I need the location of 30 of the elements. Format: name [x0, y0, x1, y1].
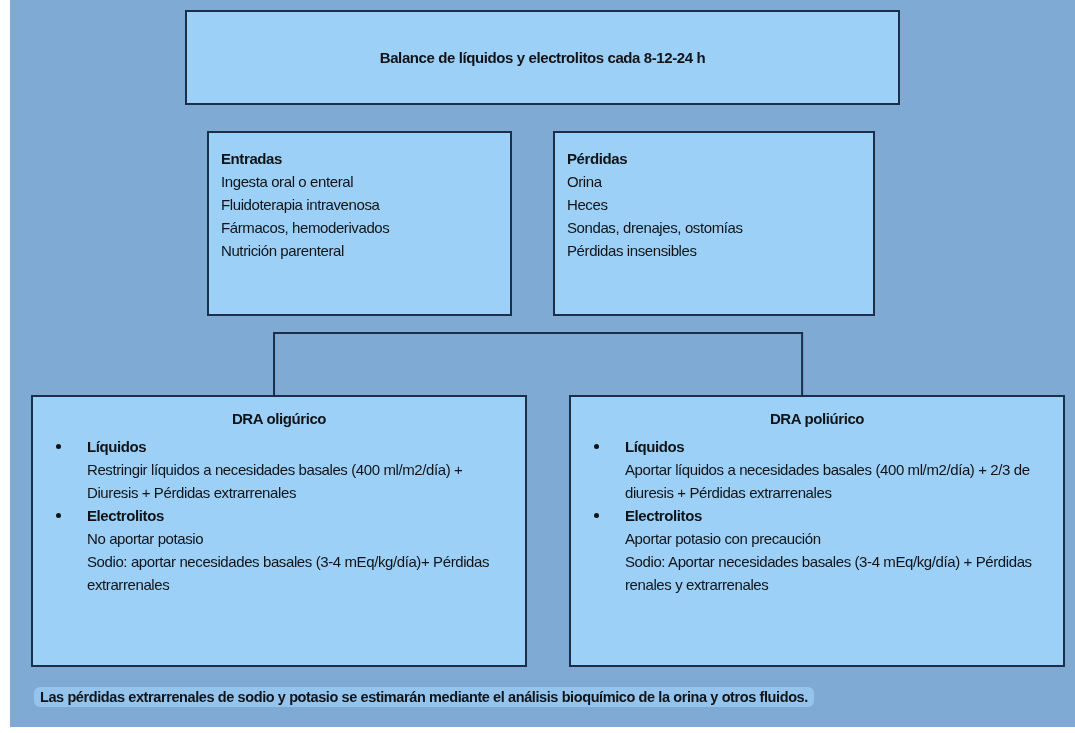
list-text: Orina: [567, 172, 603, 192]
heading-text: Entradas: [221, 149, 283, 169]
list-text: Fluidoterapia intravenosa: [221, 195, 381, 215]
list-text: Sondas, drenajes, ostomías: [567, 218, 744, 238]
text-box: [31, 395, 527, 667]
list-text: Pérdidas insensibles: [567, 241, 698, 261]
text-box: [569, 395, 1065, 667]
body-text: No aportar potasio: [87, 529, 205, 549]
text-box: [553, 131, 875, 316]
title-text: Balance de líquidos y electrolitos cada 8-12-24 h: [378, 47, 707, 68]
list-text: Fármacos, hemoderivados: [221, 218, 391, 238]
list-text: Nutrición parenteral: [221, 241, 345, 261]
body-text: Sodio: Aportar necesidades basales (3-4 mEq/kg/día) + Pérdidas renales y extrarrenales: [625, 552, 1033, 595]
heading-text: DRA oligúrico: [230, 409, 328, 429]
bullet-heading-text: Electrolitos: [87, 504, 515, 527]
bullet-heading-text: Electrolitos: [625, 504, 1053, 527]
body-text: Sodio: aportar necesidades basales (3-4 mEq/kg/día)+ Pérdidas extrarrenales: [87, 552, 491, 595]
body-text: Aportar líquidos a necesidades basales (400 ml/m2/día) + 2/3 de diuresis + Pérdidas extrarrenales: [625, 460, 1031, 503]
bullet-heading-text: Líquidos: [87, 435, 515, 458]
text-box: [207, 131, 512, 316]
body-text: Aportar potasio con precaución: [625, 529, 822, 549]
footnote-text: Las pérdidas extrarrenales de sodio y potasio se estimarán mediante el análisis bioquímico de la orina y otros fluidos.: [34, 687, 814, 707]
list-text: Ingesta oral o enteral: [221, 172, 355, 192]
heading-text: DRA poliúrico: [768, 409, 866, 429]
connector-line: [273, 332, 804, 396]
body-text: Restringir líquidos a necesidades basales (400 ml/m2/día) + Diuresis + Pérdidas extrarrenales: [87, 460, 464, 503]
text-box: [185, 10, 900, 105]
bullet-heading-text: Líquidos: [625, 435, 1053, 458]
heading-text: Pérdidas: [567, 149, 629, 169]
list-text: Heces: [567, 195, 609, 215]
